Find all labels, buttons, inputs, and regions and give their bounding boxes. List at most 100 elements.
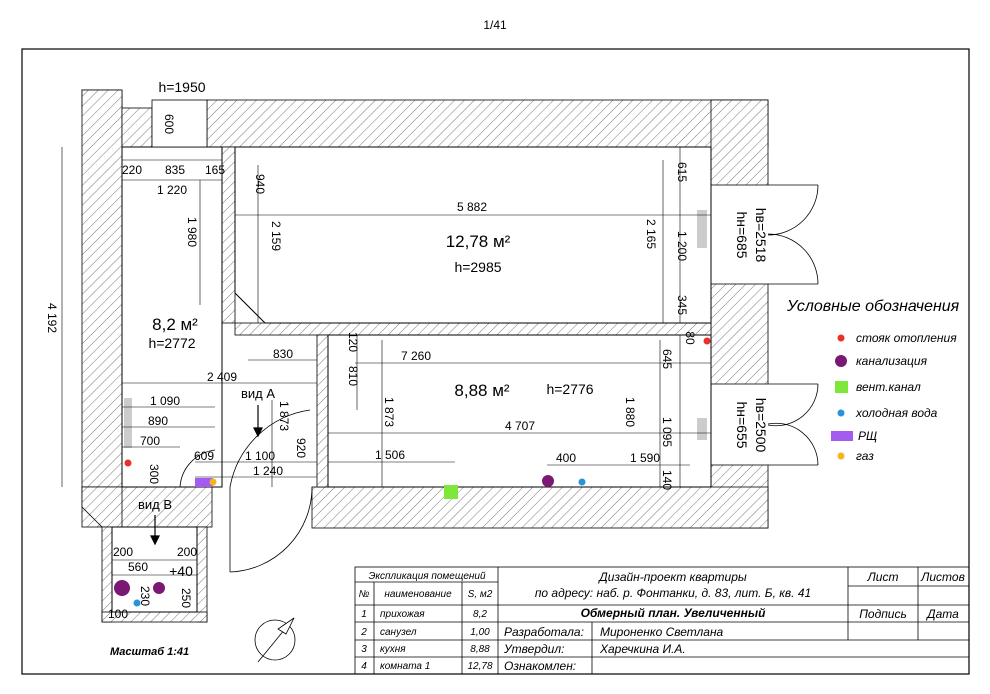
legend-label: вент.канал	[856, 380, 921, 394]
sewer-marker	[542, 475, 554, 487]
balcony-door-1	[767, 184, 819, 285]
north-arrow-icon	[254, 617, 296, 663]
explication-cell: 4	[361, 661, 367, 672]
dimension-label: 600	[162, 114, 176, 134]
dimension-label: 1 880	[623, 397, 637, 427]
explication-title: Экспликация помещений	[368, 571, 486, 582]
cold-water-marker	[578, 478, 586, 486]
dimension-label: 345	[675, 295, 689, 315]
dimension-label: 645	[660, 349, 674, 369]
radiator	[697, 210, 707, 248]
walls	[81, 89, 769, 623]
dimension-label: 300	[147, 464, 161, 484]
dimension-label: 400	[556, 451, 576, 465]
dimension-label: +40	[169, 563, 193, 579]
title-block	[354, 566, 970, 675]
project-address: по адресу: наб. р. Фонтанки, д. 83, лит.…	[535, 586, 811, 600]
window-height-bottom: hн=655	[734, 401, 750, 448]
legend-label: газ	[856, 449, 874, 463]
dimension-label: 140	[660, 470, 674, 490]
dimension-label: 700	[140, 434, 160, 448]
room-area: 8,2 м²	[152, 315, 198, 334]
dimension-label: 1 095	[660, 417, 674, 447]
explication-cell: 2	[360, 627, 367, 638]
dimension-label: 100	[108, 607, 128, 621]
legend-label: РЩ	[858, 429, 877, 443]
dimension-label: 2 165	[644, 219, 658, 249]
dimension-label: 1 873	[382, 397, 396, 427]
dimension-label: 1 506	[375, 448, 405, 462]
sewer-marker	[114, 580, 130, 596]
radiator	[697, 418, 707, 440]
explication-cell: 1	[361, 609, 367, 620]
room-area: 8,88 м²	[454, 381, 509, 400]
dimension-label: 1 100	[245, 449, 275, 463]
dimension-label: 940	[253, 174, 267, 194]
dimension-label: 80	[683, 331, 697, 345]
approved-label: Утвердил:	[503, 642, 564, 656]
explication-cell: 8,2	[473, 609, 487, 620]
dimension-label: 1 240	[253, 464, 283, 478]
dimension-label: 560	[128, 560, 148, 574]
sheet-label: Лист	[867, 570, 899, 584]
explication-cell: 3	[361, 644, 367, 655]
dimension-label: 835	[165, 163, 185, 177]
dimension-label: 250	[179, 588, 193, 608]
legend-swatch	[837, 334, 845, 342]
dimension-label: 830	[273, 347, 293, 361]
dimension-label: 230	[138, 586, 152, 606]
explication-header: наименование	[384, 589, 452, 600]
dimension-label: 1 590	[630, 451, 660, 465]
window-height-top: hв=2518	[753, 208, 769, 263]
dimension-label: 220	[122, 163, 142, 177]
page-number: 1/41	[483, 18, 507, 32]
explication-header: №	[359, 589, 370, 600]
developed-label: Разработала:	[504, 625, 584, 639]
room-height: h=2772	[148, 335, 195, 351]
dimension-label: 1 200	[675, 231, 689, 261]
sheets-label: Листов	[920, 570, 965, 584]
dimension-label: 4 192	[45, 303, 59, 333]
dimension-label: 609	[194, 449, 214, 463]
explication-cell: санузел	[380, 627, 417, 638]
heating-riser-marker	[124, 459, 132, 467]
door-height: h=1950	[158, 79, 205, 95]
view-label: вид В	[138, 497, 172, 512]
view-label: вид А	[241, 386, 275, 401]
developed-name: Мироненко Светлана	[600, 625, 724, 639]
explication-cell: 8,88	[470, 644, 490, 655]
room-height: h=2776	[546, 381, 593, 397]
explication-cell: комната 1	[380, 661, 430, 672]
dimension-label: 200	[177, 545, 197, 559]
radiator	[124, 398, 132, 448]
dimension-label: 7 260	[401, 349, 431, 363]
dimension-label: 1 090	[150, 394, 180, 408]
window-height-bottom: hн=685	[734, 211, 750, 258]
dimension-label: 4 707	[505, 419, 535, 433]
sheet-title: Обмерный план. Увеличенный	[581, 606, 767, 620]
sewer-marker	[153, 582, 165, 594]
dimension-label: 1 980	[185, 217, 199, 247]
explication-cell: кухня	[380, 644, 406, 655]
dimension-label: 890	[148, 414, 168, 428]
heating-riser-marker	[703, 337, 711, 345]
explication-cell: прихожая	[380, 609, 425, 620]
legend-label: холодная вода	[855, 406, 938, 420]
legend-swatch	[835, 355, 847, 367]
explication-cell: 12,78	[467, 661, 492, 672]
dimension-label: 2 409	[207, 370, 237, 384]
window-height-top: hв=2500	[753, 398, 769, 453]
dimension-label: 920	[294, 438, 308, 458]
reviewed-label: Ознакомлен:	[504, 659, 576, 673]
legend-swatch	[835, 381, 848, 393]
approved-name: Харечкина И.А.	[599, 642, 686, 656]
explication-cell: 1,00	[470, 627, 490, 638]
signature-label: Подпись	[859, 607, 907, 621]
room-area: 12,78 м²	[446, 232, 511, 251]
date-label: Дата	[925, 607, 959, 621]
dimension-label: 2 159	[269, 221, 283, 251]
legend-swatch	[837, 452, 845, 460]
legend-swatch	[831, 431, 853, 441]
project-title: Дизайн-проект квартиры	[597, 570, 747, 584]
